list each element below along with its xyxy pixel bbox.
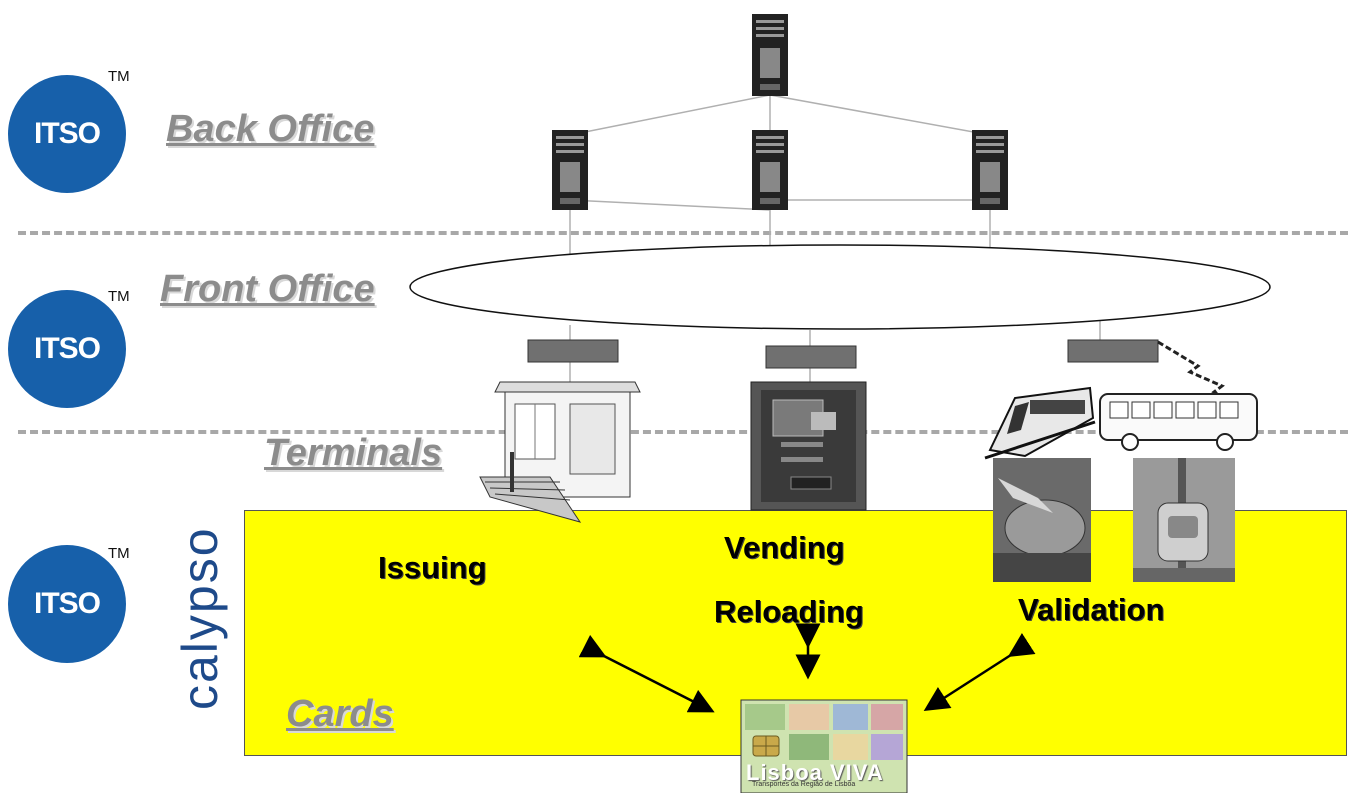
function-label-reloading: Reloading xyxy=(714,594,864,629)
front-office-node xyxy=(527,339,619,363)
ticket-office-icon xyxy=(479,381,641,523)
trademark-mark: TM xyxy=(108,288,130,305)
server-icon xyxy=(752,130,788,210)
validator-photo xyxy=(1133,458,1235,582)
trademark-mark: TM xyxy=(108,68,130,85)
separator-back-front xyxy=(18,231,1348,235)
bus-icon xyxy=(1099,393,1258,451)
server-icon xyxy=(552,130,588,210)
trademark-mark: TM xyxy=(108,545,130,562)
train-icon xyxy=(984,386,1096,460)
itso-logo-front-office: ITSO xyxy=(8,290,126,408)
layer-label-back-office: Back Office xyxy=(166,108,375,150)
layer-label-cards: Cards xyxy=(286,693,394,735)
itso-logo-text: ITSO xyxy=(33,332,101,365)
layer-label-front-office: Front Office xyxy=(160,268,375,310)
function-label-vending: Vending xyxy=(724,530,845,565)
card-issuer: Transportes da Região de Lisboa xyxy=(752,781,856,788)
function-label-validation: Validation xyxy=(1018,592,1165,627)
itso-logo-cards: ITSO xyxy=(8,545,126,663)
front-office-node xyxy=(1067,339,1159,363)
card-interaction-arrows xyxy=(578,623,1036,713)
layer-label-terminals: Terminals xyxy=(264,432,443,474)
itso-logo-text: ITSO xyxy=(33,587,101,620)
arrow-issuing xyxy=(578,634,715,713)
separator-front-terminals xyxy=(18,430,1348,434)
server-icon xyxy=(752,14,788,96)
back-office-links xyxy=(569,94,1101,385)
vending-machine-icon xyxy=(750,381,867,511)
contactless-card xyxy=(740,699,908,793)
validator-photo xyxy=(993,458,1091,582)
itso-logo-text: ITSO xyxy=(33,117,101,150)
card-brand: Lisboa VIVA xyxy=(746,760,884,785)
front-office-node xyxy=(765,345,857,369)
itso-logo-back-office: ITSO xyxy=(8,75,126,193)
function-label-issuing: Issuing xyxy=(378,550,487,585)
arrow-validation xyxy=(923,633,1036,712)
server-icon xyxy=(972,130,1008,210)
front-office-network xyxy=(409,244,1271,330)
